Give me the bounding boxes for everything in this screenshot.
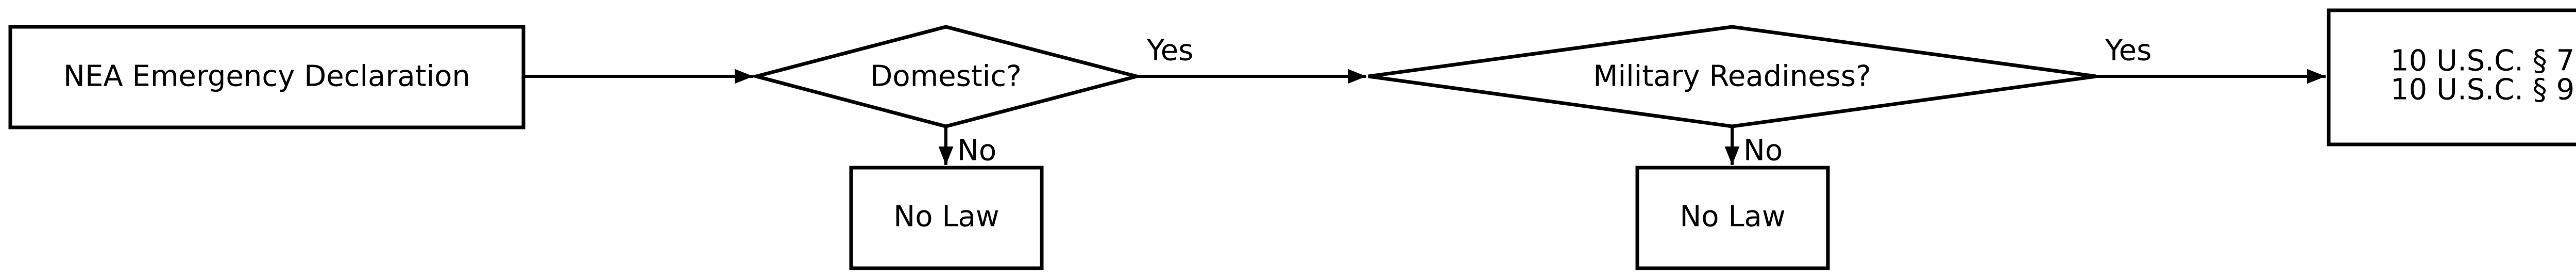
domestic-decision-node: Domestic? xyxy=(749,25,1144,128)
domestic-label: Domestic? xyxy=(870,60,1022,93)
military-readiness-label: Military Readiness? xyxy=(1593,60,1871,93)
statute-line-2: 10 U.S.C. § 9375 xyxy=(2391,73,2576,107)
no-law-node-1: No Law xyxy=(849,166,1044,270)
readiness-yes-label: Yes xyxy=(2105,34,2151,68)
domestic-yes-label: Yes xyxy=(1146,34,1193,68)
no-law-label-1: No Law xyxy=(893,200,999,234)
no-law-label-2: No Law xyxy=(1680,200,1785,234)
military-readiness-decision-node: Military Readiness? xyxy=(1368,25,2096,128)
no-law-node-2: No Law xyxy=(1635,166,1830,270)
statute-node: 10 U.S.C. § 7375 10 U.S.C. § 9375 xyxy=(2327,8,2576,146)
declaration-node: NEA Emergency Declaration xyxy=(8,25,526,129)
statute-line-1: 10 U.S.C. § 7375 xyxy=(2391,44,2576,78)
domestic-no-label: No xyxy=(957,134,996,168)
readiness-no-label: No xyxy=(1743,134,1783,168)
declaration-label: NEA Emergency Declaration xyxy=(63,60,470,93)
